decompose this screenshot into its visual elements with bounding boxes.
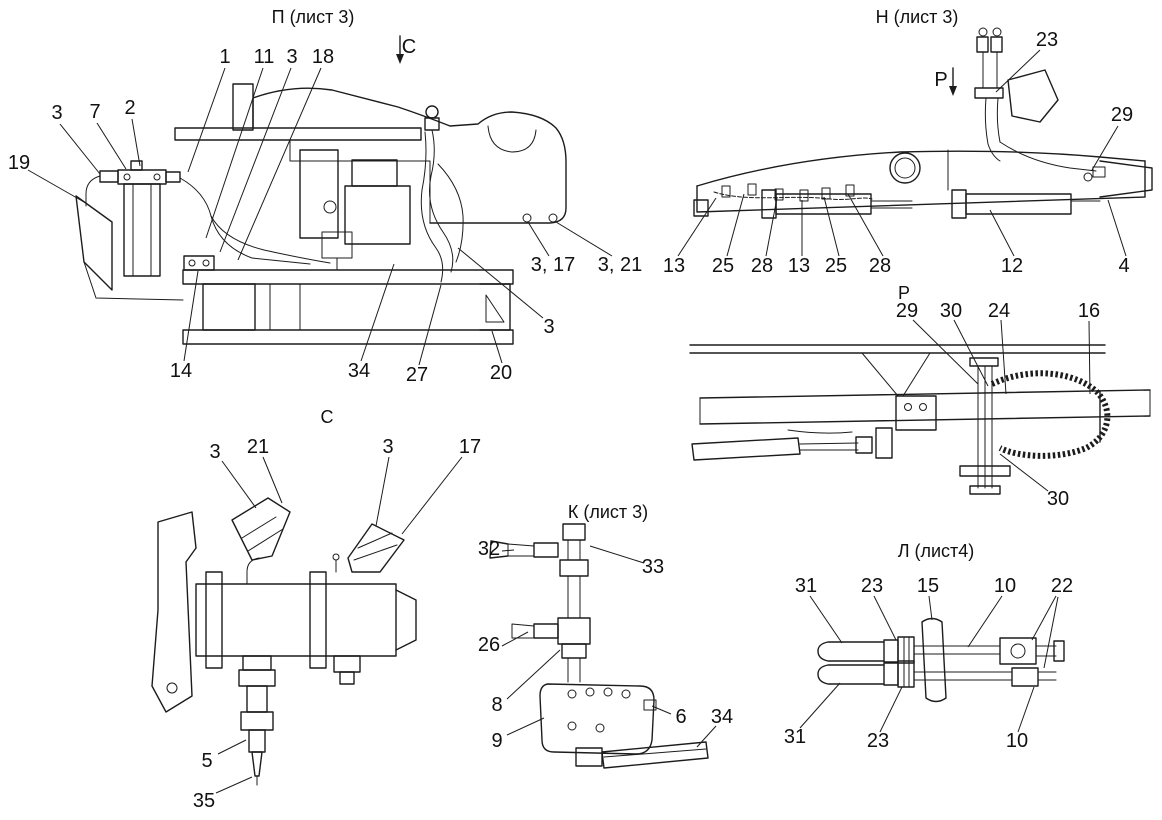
view-p-leader-lines: [27, 67, 613, 366]
view-p-drawing: [75, 35, 567, 345]
callout-l-6-23: 23: [866, 730, 890, 752]
callout-s-2-3: 3: [382, 436, 394, 458]
callout-r-3-16: 16: [1077, 300, 1101, 322]
callout-p-11-3: 3: [543, 316, 555, 338]
callout-l-2-15: 15: [916, 575, 940, 597]
callout-p-5-3: 3: [51, 102, 63, 124]
view-title-l: Л (лист4): [897, 541, 975, 561]
callout-s-3-17: 17: [458, 436, 482, 458]
callout-p-12-14: 14: [169, 360, 193, 382]
view-k-leader-lines: [501, 545, 717, 748]
callout-n-2-29: 29: [1110, 104, 1134, 126]
view-title-p: П (лист 3): [271, 7, 355, 27]
section-marker-p-0-с: С: [401, 36, 417, 58]
callout-p-4-18: 18: [311, 46, 335, 68]
callout-s-1-21: 21: [246, 436, 270, 458]
callout-s-0-3: 3: [209, 441, 221, 463]
view-l-drawing: [817, 617, 1065, 703]
view-k-drawing: [489, 523, 709, 769]
callout-r-1-30: 30: [939, 300, 963, 322]
callout-n-0-23: 23: [1035, 29, 1059, 51]
view-s-drawing: [151, 497, 417, 786]
callout-p-6-7: 7: [89, 101, 101, 123]
callout-n-6-13: 13: [787, 255, 811, 277]
callout-l-7-10: 10: [1005, 730, 1029, 752]
callout-r-2-24: 24: [987, 300, 1011, 322]
callout-l-3-10: 10: [993, 575, 1017, 597]
callout-n-7-25: 25: [824, 255, 848, 277]
callout-p-8-19: 19: [7, 152, 31, 174]
callout-k-1-33: 33: [641, 556, 665, 578]
callout-s-4-5: 5: [201, 750, 213, 772]
callout-r-4-30: 30: [1046, 488, 1070, 510]
callout-p-14-27: 27: [405, 364, 429, 386]
callout-k-6-34: 34: [710, 706, 734, 728]
view-title-k: К (лист 3): [567, 502, 649, 522]
callout-n-3-13: 13: [662, 255, 686, 277]
view-l-leader-lines: [799, 595, 1059, 733]
callout-l-5-31: 31: [783, 726, 807, 748]
callout-p-1-1: 1: [219, 46, 231, 68]
callout-l-1-23: 23: [860, 575, 884, 597]
callout-s-5-35: 35: [192, 790, 216, 812]
callout-r-0-29: 29: [895, 300, 919, 322]
callout-n-8-28: 28: [868, 255, 892, 277]
callout-n-4-25: 25: [711, 255, 735, 277]
callout-p-7-2: 2: [124, 97, 136, 119]
callout-n-9-12: 12: [1000, 255, 1024, 277]
view-title-r: Р: [897, 283, 911, 303]
callout-k-2-26: 26: [477, 634, 501, 656]
callout-p-13-34: 34: [347, 360, 371, 382]
callout-p-3-3: 3: [286, 46, 298, 68]
callout-p-2-11: 11: [253, 46, 275, 68]
section-marker-n-1-р: Р: [934, 69, 948, 91]
callout-k-4-9: 9: [491, 730, 503, 752]
view-r-drawing: [689, 344, 1151, 495]
view-r-leader-lines: [912, 319, 1091, 492]
callout-p-10-3-21: 3, 21: [597, 254, 643, 276]
view-title-n: Н (лист 3): [875, 7, 959, 27]
callout-l-0-31: 31: [794, 575, 818, 597]
callout-k-0-32: 32: [477, 538, 501, 560]
view-n-leader-lines: [677, 49, 1127, 257]
callout-n-5-28: 28: [750, 255, 774, 277]
callout-p-9-3-17: 3, 17: [530, 254, 576, 276]
callout-p-15-20: 20: [489, 362, 513, 384]
view-s-leader-lines: [215, 456, 463, 794]
callout-l-4-22: 22: [1050, 575, 1074, 597]
callout-k-5-6: 6: [675, 706, 687, 728]
view-title-s: С: [320, 407, 334, 427]
callout-k-3-8: 8: [491, 694, 503, 716]
callout-n-10-4: 4: [1118, 255, 1130, 277]
